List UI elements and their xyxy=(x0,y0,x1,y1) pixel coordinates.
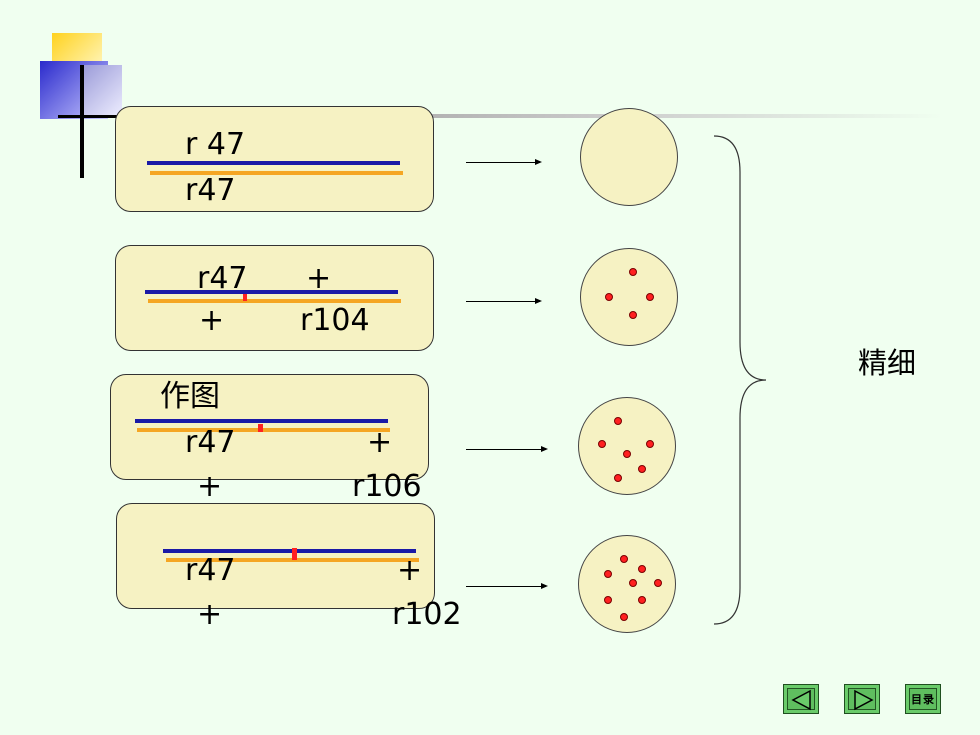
plaque-spot xyxy=(604,596,612,604)
row2-arrow xyxy=(466,298,542,304)
curly-brace xyxy=(713,135,767,625)
chromosome-box-2 xyxy=(115,245,434,351)
plaque-circle-1 xyxy=(580,108,678,206)
row3-strand-bottom xyxy=(137,428,390,432)
plaque-circle-3 xyxy=(578,397,676,495)
row1-strand-bottom xyxy=(150,171,403,175)
plaque-spot xyxy=(605,293,613,301)
plaque-spot xyxy=(623,450,631,458)
plaque-spot xyxy=(654,579,662,587)
row1-top-label: r 47 xyxy=(185,127,246,162)
toc-button[interactable]: 目录 xyxy=(905,684,941,714)
plaque-spot xyxy=(638,596,646,604)
logo-horizontal-line xyxy=(58,115,128,118)
plaque-spot xyxy=(638,565,646,573)
row2-bottom-right: r104 xyxy=(300,303,370,338)
result-label: 精细 xyxy=(858,346,917,380)
plaque-spot xyxy=(604,570,612,578)
row3-strand-top xyxy=(135,419,388,423)
row2-top-left: r47 xyxy=(197,261,248,296)
plaque-spot xyxy=(646,440,654,448)
chromosome-box-4 xyxy=(116,503,435,609)
row3-title: 作图 xyxy=(160,379,220,414)
triangle-right-icon xyxy=(854,689,874,711)
plaque-spot xyxy=(629,268,637,276)
row1-strand-top xyxy=(147,161,400,165)
plaque-spot xyxy=(614,417,622,425)
corner-logo xyxy=(20,25,130,185)
plaque-spot xyxy=(629,579,637,587)
prev-button[interactable] xyxy=(783,684,819,714)
row2-strand-top xyxy=(145,290,398,294)
toc-label: 目录 xyxy=(911,693,935,706)
row2-bottom-left: + xyxy=(199,303,225,338)
row2-mutation-mark xyxy=(243,294,247,301)
plaque-spot xyxy=(614,474,622,482)
row4-bottom-left: + xyxy=(197,597,223,632)
row4-mutation-mark xyxy=(292,548,297,560)
row4-strand-bottom xyxy=(166,558,419,562)
chromosome-box-1 xyxy=(115,106,434,212)
row2-strand-bottom xyxy=(148,299,401,303)
plaque-spot xyxy=(646,293,654,301)
row3-top-right: + xyxy=(367,425,393,460)
triangle-left-icon xyxy=(791,689,811,711)
row1-arrow xyxy=(466,159,542,165)
row3-mutation-mark xyxy=(258,424,263,432)
plaque-circle-2 xyxy=(580,248,678,346)
row4-bottom-right: r102 xyxy=(392,597,462,632)
chromosome-box-3 xyxy=(110,374,429,480)
row4-top-right: + xyxy=(397,553,423,588)
logo-vertical-line xyxy=(80,65,84,178)
row3-arrow xyxy=(466,446,548,452)
row2-top-right: + xyxy=(306,261,332,296)
plaque-spot xyxy=(620,613,628,621)
plaque-spot xyxy=(598,440,606,448)
row4-top-left: r47 xyxy=(185,553,236,588)
logo-grey-square xyxy=(82,65,122,117)
row1-bottom-label: r47 xyxy=(185,173,236,208)
row3-bottom-left: + xyxy=(197,469,223,504)
row3-top-left: r47 xyxy=(185,425,236,460)
row4-strand-top xyxy=(163,549,416,553)
next-button[interactable] xyxy=(844,684,880,714)
plaque-spot xyxy=(620,555,628,563)
plaque-spot xyxy=(629,311,637,319)
row3-bottom-right: r106 xyxy=(352,469,422,504)
plaque-spot xyxy=(638,465,646,473)
header-rule xyxy=(120,114,942,118)
row4-arrow xyxy=(466,583,548,589)
